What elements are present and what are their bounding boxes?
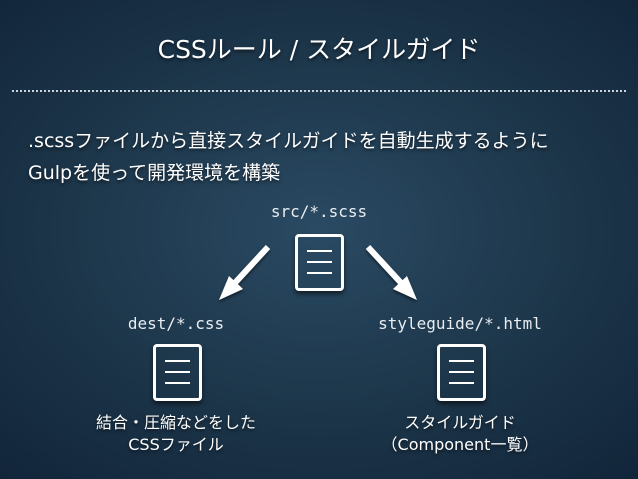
arrow-to-dest	[219, 244, 271, 300]
slide-title: CSSルール / スタイルガイド	[157, 35, 481, 64]
styleguide-document-icon	[437, 344, 486, 401]
source-file-label: src/*.scss	[270, 202, 368, 221]
arrow-to-styleguide	[365, 244, 417, 300]
styleguide-caption: スタイルガイド （Component一覧）	[360, 412, 560, 456]
styleguide-caption-line-2: （Component一覧）	[381, 435, 539, 454]
styleguide-caption-line-1: スタイルガイド	[404, 413, 516, 432]
dest-caption-line-2: CSSファイル	[128, 435, 224, 454]
dest-caption-line-1: 結合・圧縮などをした	[95, 413, 256, 432]
dest-document-icon	[153, 344, 202, 401]
lead-text-line-1: .scssファイルから直接スタイルガイドを自動生成するように	[28, 130, 549, 152]
styleguide-file-label: styleguide/*.html	[378, 314, 542, 333]
source-document-icon	[295, 234, 344, 291]
dotted-divider	[12, 90, 626, 92]
dest-file-label: dest/*.css	[127, 314, 225, 333]
lead-text-line-2: Gulpを使って開発環境を構築	[28, 162, 281, 184]
dest-caption: 結合・圧縮などをした CSSファイル	[76, 412, 276, 456]
